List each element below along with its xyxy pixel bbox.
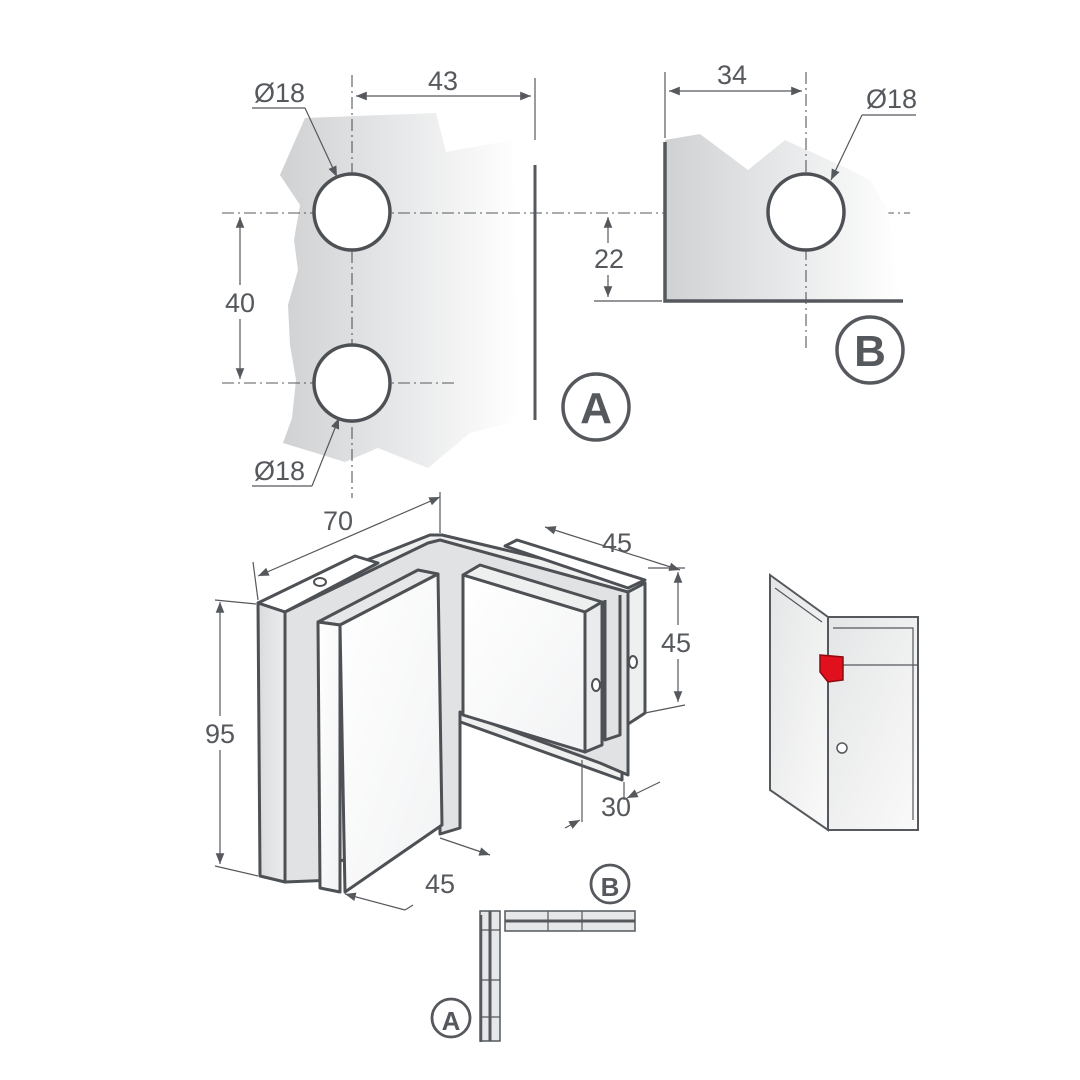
fitting-left-side — [256, 601, 287, 884]
dim-plate-a-depth: 45 — [425, 869, 455, 899]
dim-plate-b-depth: 45 — [602, 528, 632, 558]
dim-hole-bottom-a: Ø18 — [254, 456, 305, 486]
plan-label-a: A — [430, 997, 472, 1039]
dim-edge-distance-b: 34 — [717, 60, 747, 90]
installation-sketch — [769, 573, 919, 832]
badge-b: B — [835, 315, 905, 385]
glass-panel-a — [280, 113, 520, 468]
dim-width: 70 — [323, 506, 353, 536]
detail-a: Ø18 Ø18 43 40 A — [222, 66, 910, 498]
screw-hole-plate-b — [591, 678, 601, 692]
svg-text:A: A — [580, 384, 612, 433]
sketch-hole — [836, 742, 848, 754]
fitting-3d: 70 95 45 45 45 30 — [196, 492, 698, 911]
dim-thickness: 30 — [601, 792, 631, 822]
svg-text:B: B — [601, 872, 620, 902]
dim-hole-b: Ø18 — [866, 84, 917, 114]
glass-edge-b — [663, 142, 903, 303]
plan-view: B A — [430, 863, 636, 1042]
dim-hole-spacing-a: 40 — [225, 288, 255, 318]
dim-edge-distance-a: 43 — [428, 66, 458, 96]
sketch-glass-right — [827, 616, 919, 831]
hole-bottom-a — [312, 343, 392, 423]
screw-hole-side — [628, 655, 638, 669]
svg-text:B: B — [854, 327, 886, 376]
dim-hole-top-a: Ø18 — [254, 78, 305, 108]
badge-a: A — [561, 372, 631, 442]
screw-hole-top — [313, 577, 327, 587]
hole-b — [766, 172, 846, 252]
plan-label-b: B — [589, 863, 631, 905]
sketch-glass-left — [769, 573, 829, 832]
fitting-plate-a — [316, 620, 342, 894]
sketch-fitting-marker — [819, 654, 844, 683]
detail-b: 34 Ø18 22 B — [590, 60, 917, 385]
dim-height: 95 — [205, 719, 235, 749]
dim-height-b: 22 — [594, 244, 624, 274]
svg-text:A: A — [442, 1006, 461, 1036]
dim-plate-b-height: 45 — [661, 628, 691, 658]
hole-top-a — [312, 172, 392, 252]
